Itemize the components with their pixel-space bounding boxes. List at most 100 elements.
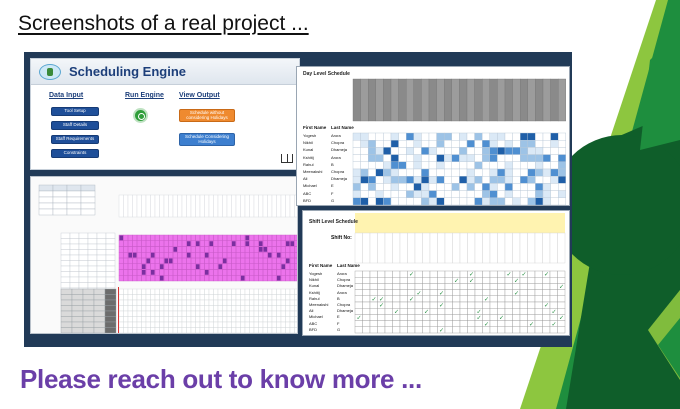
header-cell [136, 194, 142, 218]
summary-cell [280, 321, 286, 328]
date-header-cell [474, 78, 483, 122]
summary-cell [132, 305, 138, 312]
shift-cell [437, 295, 446, 303]
schedule-with-holidays-button[interactable]: Schedule Considering Holidays [179, 133, 235, 146]
schedule-cell [542, 139, 551, 148]
staff-details-button[interactable]: Staff Details [51, 121, 99, 130]
day-first-name: Nikhil [303, 140, 313, 146]
shift-cell [512, 301, 521, 309]
schedule-cell [497, 154, 506, 162]
shift-cell [429, 307, 438, 315]
summary-cell [118, 299, 124, 306]
summary-cell [240, 299, 246, 306]
schedule-without-holidays-button[interactable]: Schedule without considering Holidays [179, 109, 235, 122]
summary-cell [294, 321, 297, 328]
shift-cell [399, 283, 408, 290]
schedule-cell [367, 147, 376, 155]
shift-cell [489, 320, 498, 327]
summary-cell [240, 310, 246, 317]
check-icon: ✓ [484, 321, 489, 328]
summary-cell [181, 299, 187, 306]
shift-cell [444, 283, 453, 290]
summary-cell [285, 327, 291, 333]
staff-cell [87, 282, 98, 289]
shift-header-cell [489, 232, 498, 264]
shift-cell [384, 301, 393, 309]
shift-header-cell [542, 232, 551, 264]
shift-cell [519, 326, 528, 334]
summary-cell [163, 299, 169, 306]
date-header-cell [497, 78, 506, 122]
schedule-cell [451, 197, 460, 205]
summary-cell [145, 310, 151, 317]
tool-setup-button[interactable]: Tool Setup [51, 107, 99, 116]
summary-label-cell [60, 316, 73, 323]
check-icon: ✓ [394, 308, 399, 315]
schedule-cell [383, 161, 392, 170]
summary-cell [127, 294, 133, 301]
shift-cell [399, 326, 408, 334]
schedule-cell [451, 139, 460, 148]
shift-cell [429, 326, 438, 334]
shift-cell [444, 307, 453, 315]
summary-cell [195, 316, 201, 323]
shift-cell [437, 314, 446, 321]
shift-header-cell [399, 232, 408, 264]
summary-cell [136, 316, 142, 323]
schedule-cell [390, 190, 399, 198]
shift-cell [362, 307, 371, 315]
shift-cell [459, 270, 468, 278]
shift-cell [467, 295, 476, 303]
assigned-cell [277, 252, 281, 258]
summary-cell [145, 316, 151, 323]
summary-cell [226, 327, 232, 333]
shift-cell [422, 320, 431, 327]
schedule-cell [550, 161, 559, 170]
summary-cell [150, 321, 156, 328]
constraints-button[interactable]: Constraints [51, 149, 99, 158]
header-cell [199, 194, 205, 218]
shift-cell [362, 314, 371, 321]
summary-label-cell [93, 288, 106, 295]
summary-cell [145, 321, 151, 328]
schedule-cell [443, 175, 452, 184]
summary-label-cell [104, 294, 117, 301]
header-cell [195, 194, 201, 218]
shift-cell [474, 320, 483, 327]
summary-cell [163, 305, 169, 312]
staff-cell [96, 265, 107, 272]
summary-cell [222, 316, 228, 323]
shift-cell [369, 320, 378, 327]
staff-requirements-button[interactable]: Staff Requirements [51, 135, 99, 144]
date-header-cell [459, 78, 468, 122]
shift-cell [482, 270, 491, 278]
summary-cell [249, 288, 255, 295]
schedule-cell [443, 147, 452, 155]
shift-cell [384, 283, 393, 290]
schedule-cell [428, 132, 437, 141]
schedule-cell [474, 168, 483, 177]
check-icon: ✓ [469, 271, 474, 278]
schedule-cell [451, 154, 460, 162]
run-engine-icon[interactable] [133, 108, 148, 123]
shift-cell [414, 270, 423, 278]
schedule-cell [481, 197, 490, 205]
help-book-icon[interactable] [281, 154, 293, 163]
shift-cell [354, 320, 363, 327]
assigned-cell [128, 252, 132, 258]
day-first-name: ABC [303, 190, 312, 196]
schedule-cell [398, 168, 407, 177]
day-first-name: Meenakshi [303, 169, 323, 174]
header-cell [280, 194, 286, 218]
summary-cell [258, 310, 264, 317]
summary-cell [136, 288, 142, 295]
staff-cell [87, 265, 98, 272]
schedule-cell [519, 154, 528, 162]
summary-cell [226, 288, 232, 295]
shift-cell [549, 314, 558, 321]
schedule-cell [421, 190, 430, 198]
summary-cell [235, 294, 241, 301]
shift-cell [384, 314, 393, 321]
schedule-cell [360, 161, 369, 170]
shift-cell [519, 276, 528, 284]
